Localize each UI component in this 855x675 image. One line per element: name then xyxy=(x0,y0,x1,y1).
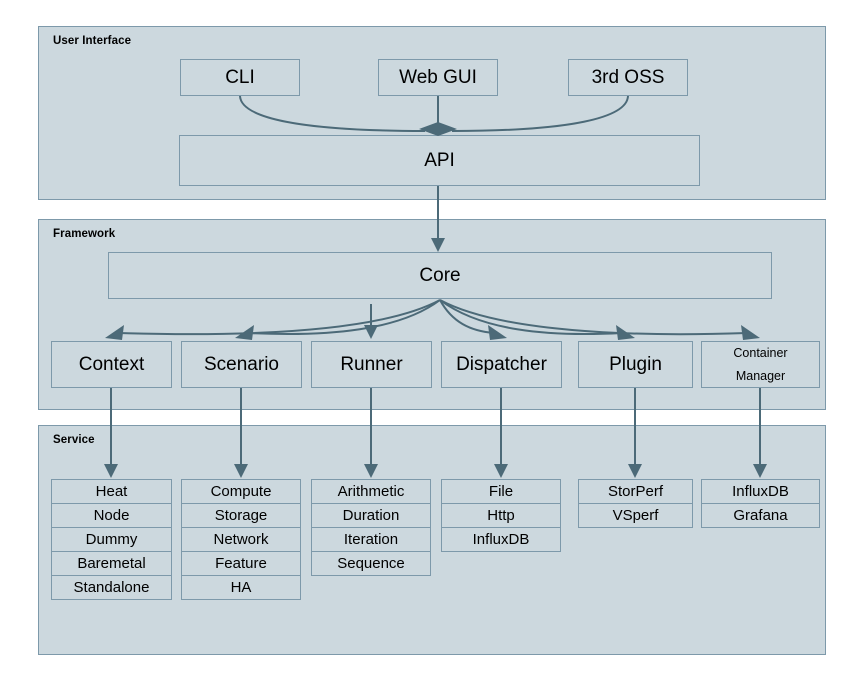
node-runner[interactable]: Runner xyxy=(311,341,432,388)
node-api-label: API xyxy=(424,149,455,171)
service-column-runner: Arithmetic Duration Iteration Sequence xyxy=(311,479,431,576)
node-web-gui-label: Web GUI xyxy=(399,66,477,88)
list-item[interactable]: Iteration xyxy=(311,527,431,552)
node-scenario-label: Scenario xyxy=(204,353,279,375)
list-item[interactable]: InfluxDB xyxy=(701,479,820,504)
list-item[interactable]: VSperf xyxy=(578,503,693,528)
service-column-scenario: Compute Storage Network Feature HA xyxy=(181,479,301,600)
node-plugin-label: Plugin xyxy=(609,353,662,375)
list-item[interactable]: Feature xyxy=(181,551,301,576)
node-runner-label: Runner xyxy=(340,353,403,375)
node-container-manager-label-line2: Manager xyxy=(735,369,786,383)
node-core[interactable]: Core xyxy=(108,252,772,299)
node-api[interactable]: API xyxy=(179,135,700,186)
node-cli-label: CLI xyxy=(225,66,255,88)
list-item[interactable]: Compute xyxy=(181,479,301,504)
list-item[interactable]: Standalone xyxy=(51,575,172,600)
node-scenario[interactable]: Scenario xyxy=(181,341,302,388)
node-cli[interactable]: CLI xyxy=(180,59,300,96)
list-item[interactable]: HA xyxy=(181,575,301,600)
layer-service-title: Service xyxy=(53,434,95,446)
list-item[interactable]: Baremetal xyxy=(51,551,172,576)
list-item[interactable]: Sequence xyxy=(311,551,431,576)
list-item[interactable]: Grafana xyxy=(701,503,820,528)
service-column-dispatcher: File Http InfluxDB xyxy=(441,479,561,552)
list-item[interactable]: InfluxDB xyxy=(441,527,561,552)
list-item[interactable]: Network xyxy=(181,527,301,552)
node-third-oss[interactable]: 3rd OSS xyxy=(568,59,688,96)
list-item[interactable]: Duration xyxy=(311,503,431,528)
node-plugin[interactable]: Plugin xyxy=(578,341,693,388)
node-core-label: Core xyxy=(419,264,461,286)
list-item[interactable]: Storage xyxy=(181,503,301,528)
list-item[interactable]: File xyxy=(441,479,561,504)
node-dispatcher[interactable]: Dispatcher xyxy=(441,341,562,388)
node-web-gui[interactable]: Web GUI xyxy=(378,59,498,96)
service-column-plugin: StorPerf VSperf xyxy=(578,479,693,528)
list-item[interactable]: StorPerf xyxy=(578,479,693,504)
node-context[interactable]: Context xyxy=(51,341,172,388)
list-item[interactable]: Dummy xyxy=(51,527,172,552)
service-column-context: Heat Node Dummy Baremetal Standalone xyxy=(51,479,172,600)
list-item[interactable]: Http xyxy=(441,503,561,528)
list-item[interactable]: Node xyxy=(51,503,172,528)
node-third-oss-label: 3rd OSS xyxy=(591,66,665,88)
node-context-label: Context xyxy=(78,353,145,375)
layer-framework-title: Framework xyxy=(53,228,116,240)
list-item[interactable]: Heat xyxy=(51,479,172,504)
node-container-manager[interactable]: Container Manager xyxy=(701,341,820,388)
list-item[interactable]: Arithmetic xyxy=(311,479,431,504)
node-dispatcher-label: Dispatcher xyxy=(456,353,547,375)
layer-user-interface-title: User Interface xyxy=(53,35,132,47)
node-container-manager-label-line1: Container xyxy=(733,345,788,360)
service-column-container: InfluxDB Grafana xyxy=(701,479,820,528)
